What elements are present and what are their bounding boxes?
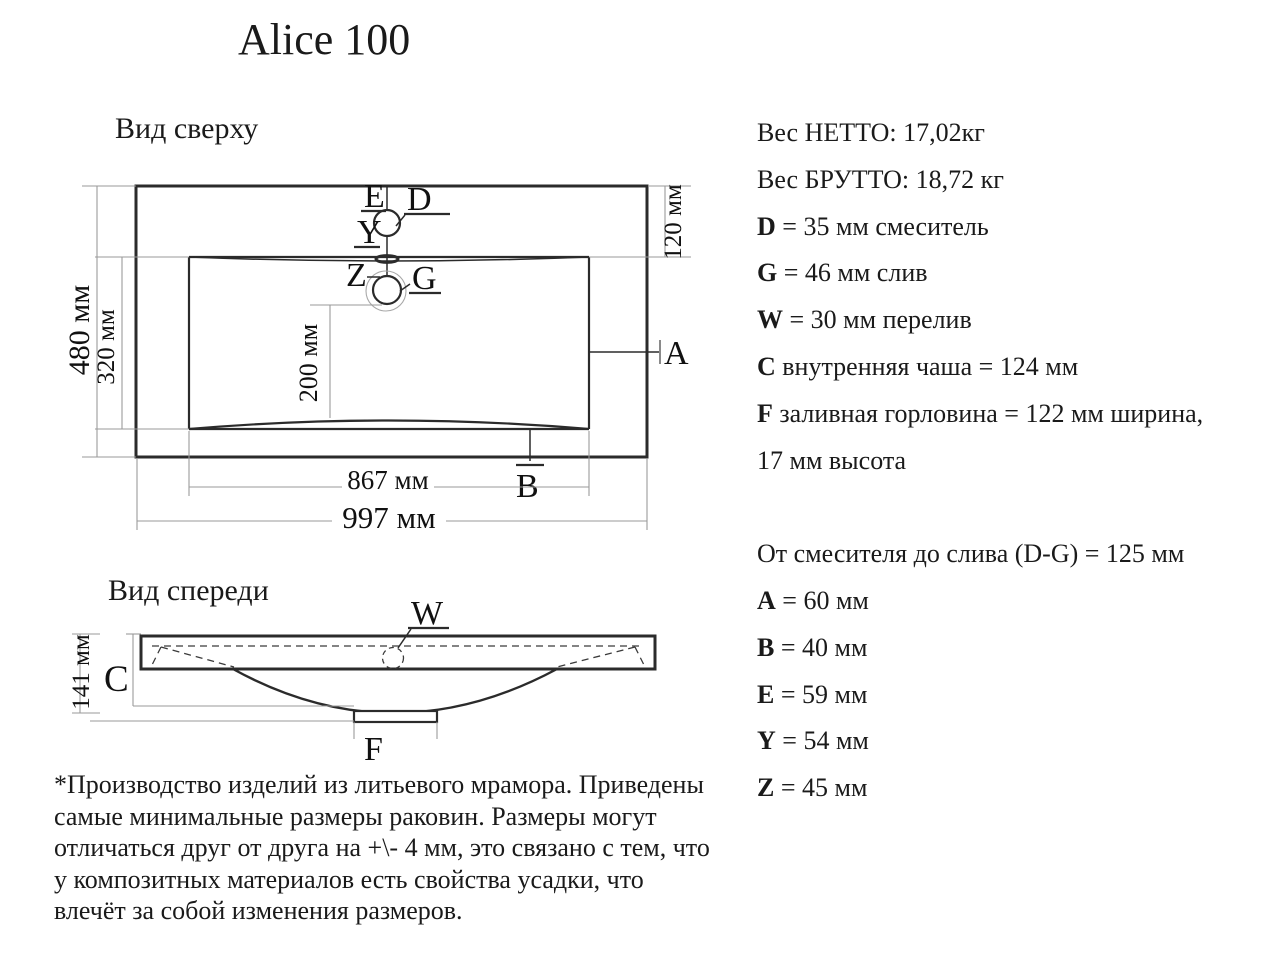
footnote-line: самые минимальные размеры раковин. Разме…: [54, 801, 657, 831]
spec-gross-weight: Вес БРУТТО: 18,72 кг: [757, 164, 1004, 194]
drain-ghost-circle: [365, 270, 407, 312]
overflow-slot: [374, 254, 400, 264]
front-slab: [139, 634, 657, 671]
dim-back-offset: 120 мм: [660, 184, 687, 260]
topview-bowl-bottom-curve: [188, 419, 590, 431]
label-W: W: [411, 595, 444, 632]
spec-A: A = 60 мм: [757, 585, 869, 615]
spec-W: W = 30 мм перелив: [757, 305, 972, 335]
spec-Y: Y = 54 мм: [757, 726, 869, 756]
top-view-heading: Вид сверху: [115, 112, 259, 145]
topview-outer-rect: [134, 184, 649, 459]
page-title: Alice 100: [238, 15, 411, 64]
label-D-leader: [395, 214, 406, 227]
dim-bowl-depth: 320 мм: [93, 309, 120, 385]
footnote-line: отличаться друг от друга на +\- 4 мм, эт…: [54, 833, 710, 863]
label-A: A: [664, 335, 689, 372]
footnote-line: *Производство изделий из литьевого мрамо…: [54, 770, 704, 799]
label-D: D: [407, 181, 432, 218]
spec-B: B = 40 мм: [757, 632, 868, 662]
label-Y: Y: [357, 214, 382, 251]
spec-E: E = 59 мм: [757, 679, 868, 709]
front-hidden-left-b: [160, 646, 235, 668]
spec-net-weight: Вес НЕТТО: 17,02кг: [757, 118, 985, 147]
faucet-hole: [372, 208, 402, 238]
filler-neck: [352, 709, 439, 724]
dim-outer-depth: 480 мм: [63, 285, 96, 375]
drain-hole: [371, 274, 403, 306]
spec-DG-distance: От смесителя до слива (D-G) = 125 мм: [757, 539, 1185, 569]
spec-D: D = 35 мм смеситель: [757, 211, 989, 241]
footnote-line: влечёт за собой изменения размеров.: [54, 896, 463, 926]
label-Z: Z: [346, 257, 367, 294]
front-hidden-right-a: [634, 646, 646, 668]
footnote-line: у композитных материалов есть свойства у…: [54, 864, 644, 894]
dim-drain-offset: 200 мм: [294, 324, 323, 402]
front-hidden-left-a: [150, 646, 162, 668]
label-W-leader: [397, 628, 412, 649]
spec-G: G = 46 мм слив: [757, 258, 928, 288]
front-view-heading: Вид спереди: [108, 574, 269, 607]
label-G: G: [412, 260, 437, 297]
spec-F-height: 17 мм высота: [757, 445, 907, 475]
spec-C: C внутренняя чаша = 124 мм: [757, 351, 1079, 381]
label-E: E: [364, 178, 385, 215]
spec-Z: Z = 45 мм: [757, 773, 868, 803]
label-F: F: [364, 731, 383, 768]
dim-outer-width: 997 мм: [342, 500, 435, 535]
footnote: *Производство изделий из литьевого мрамо…: [54, 769, 710, 927]
dim-bowl-width: 867 мм: [347, 465, 428, 495]
overflow-hole-front: [381, 646, 405, 670]
dim-front-height: 141 мм: [68, 634, 95, 710]
label-G-leader: [399, 283, 411, 292]
spec-F: F заливная горловина = 122 мм ширина,: [757, 398, 1204, 428]
front-hidden-right-b: [556, 646, 636, 668]
label-C: C: [104, 659, 129, 700]
specs-column: Вес НЕТТО: 17,02кг Вес БРУТТО: 18,72 кг …: [757, 110, 1203, 812]
